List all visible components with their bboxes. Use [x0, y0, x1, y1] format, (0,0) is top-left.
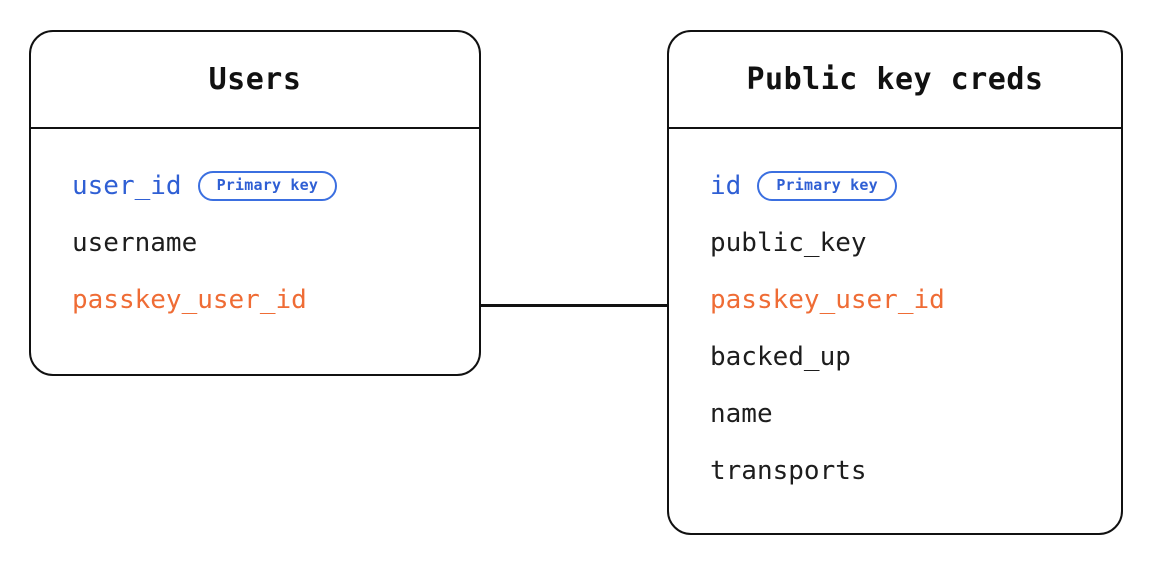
entity-users-title: Users [208, 62, 302, 97]
field-name-id: id [710, 170, 742, 201]
field-row-name[interactable]: name [669, 385, 1121, 442]
field-row-passkey-user-id[interactable]: passkey_user_id [31, 271, 479, 328]
primary-key-badge: Primary key [197, 170, 338, 201]
field-name-transports: transports [710, 455, 867, 486]
field-row-passkey-user-id[interactable]: passkey_user_id [669, 271, 1121, 328]
entity-users[interactable]: Users user_id Primary key username passk… [29, 30, 481, 376]
field-name-public-key: public_key [710, 227, 867, 258]
field-row-public-key[interactable]: public_key [669, 214, 1121, 271]
field-name-username: username [72, 227, 198, 258]
field-row-username[interactable]: username [31, 214, 479, 271]
field-name-passkey-user-id: passkey_user_id [72, 284, 307, 315]
entity-public-key-creds[interactable]: Public key creds id Primary key public_k… [667, 30, 1123, 535]
entity-public-key-creds-title: Public key creds [746, 62, 1044, 97]
field-row-id[interactable]: id Primary key [669, 157, 1121, 214]
entity-users-field-list: user_id Primary key username passkey_use… [31, 129, 479, 374]
primary-key-badge-label: Primary key [216, 176, 319, 194]
field-row-transports[interactable]: transports [669, 442, 1121, 499]
field-name-passkey-user-id: passkey_user_id [710, 284, 945, 315]
field-name-backed-up: backed_up [710, 341, 851, 372]
entity-public-key-creds-header: Public key creds [669, 32, 1121, 129]
relationship-connector-line [479, 304, 669, 307]
field-name-user-id: user_id [72, 170, 182, 201]
field-row-backed-up[interactable]: backed_up [669, 328, 1121, 385]
primary-key-badge: Primary key [757, 170, 897, 201]
field-row-user-id[interactable]: user_id Primary key [31, 157, 479, 214]
entity-users-header: Users [31, 32, 479, 129]
primary-key-badge-label: Primary key [776, 176, 878, 194]
entity-public-key-creds-field-list: id Primary key public_key passkey_user_i… [669, 129, 1121, 533]
field-name-name: name [710, 398, 773, 429]
